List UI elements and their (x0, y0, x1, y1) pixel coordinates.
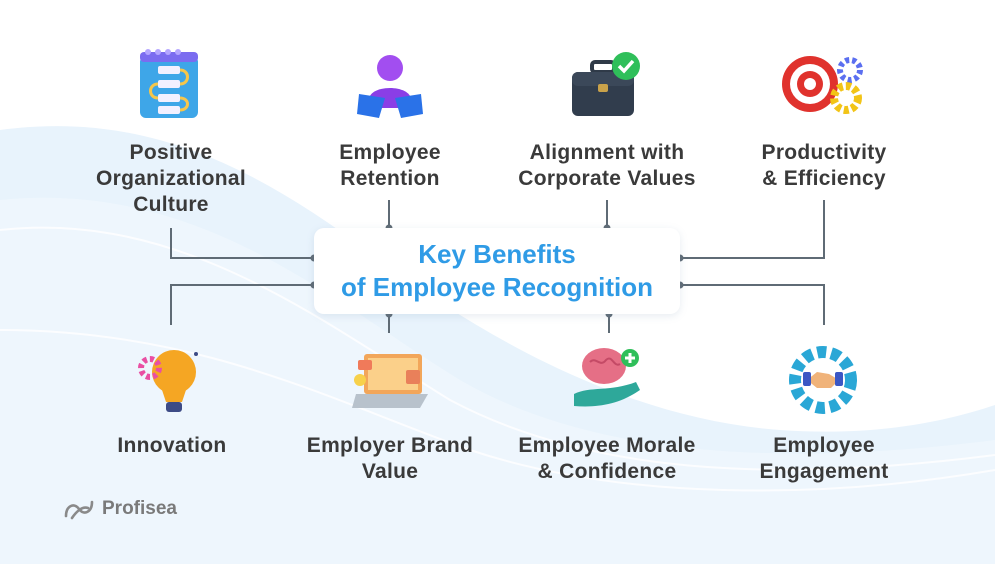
benefit-line: Productivity (761, 141, 887, 164)
laptop-brand-icon (352, 354, 428, 408)
benefit-line: Alignment with (529, 141, 685, 164)
benefit-label-productivity: Productivity & Efficiency (732, 140, 916, 192)
benefit-label-innovation: Innovation (86, 433, 258, 459)
process-flow-icon (140, 49, 198, 118)
brain-hand-icon (574, 348, 640, 407)
benefit-label-culture: Positive Organizational Culture (76, 140, 266, 218)
target-gears-icon (782, 56, 863, 114)
center-title-line-2: of Employee Recognition (340, 272, 654, 302)
benefit-line: Employer Brand (306, 434, 474, 457)
benefit-line: Innovation (117, 434, 227, 457)
brand-name: Profisea (102, 498, 177, 519)
benefit-line: & Efficiency (762, 167, 886, 190)
connector-culture (170, 228, 314, 259)
benefit-label-engagement: Employee Engagement (732, 433, 916, 485)
benefit-line: Culture (133, 193, 209, 216)
lightbulb-gear-icon (138, 350, 198, 412)
connector-innovation (170, 284, 314, 325)
benefit-line: Positive (129, 141, 213, 164)
benefit-label-retention: Employee Retention (300, 140, 480, 192)
benefit-label-morale: Employee Morale & Confidence (497, 433, 717, 485)
benefit-line: Employee (339, 141, 441, 164)
connector-engagement (680, 284, 825, 325)
benefit-line: Organizational (95, 167, 247, 190)
profisea-logo-icon (64, 500, 94, 520)
center-title-box: Key Benefits of Employee Recognition (314, 228, 680, 314)
benefit-line: Engagement (759, 460, 889, 483)
benefit-line: Value (361, 460, 419, 483)
briefcase-check-icon (572, 52, 640, 116)
person-hands-icon (357, 55, 423, 118)
handshake-gear-icon (789, 346, 857, 414)
center-title-line-1: Key Benefits (418, 239, 576, 269)
benefit-label-alignment: Alignment with Corporate Values (497, 140, 717, 192)
benefit-line: & Confidence (537, 460, 677, 483)
benefit-line: Corporate Values (518, 167, 696, 190)
brand-logo: Profisea (62, 498, 177, 520)
benefit-line: Employee (773, 434, 875, 457)
benefit-line: Retention (340, 167, 440, 190)
benefit-line: Employee Morale (518, 434, 696, 457)
benefit-label-brand: Employer Brand Value (290, 433, 490, 485)
connector-productivity (680, 200, 825, 259)
